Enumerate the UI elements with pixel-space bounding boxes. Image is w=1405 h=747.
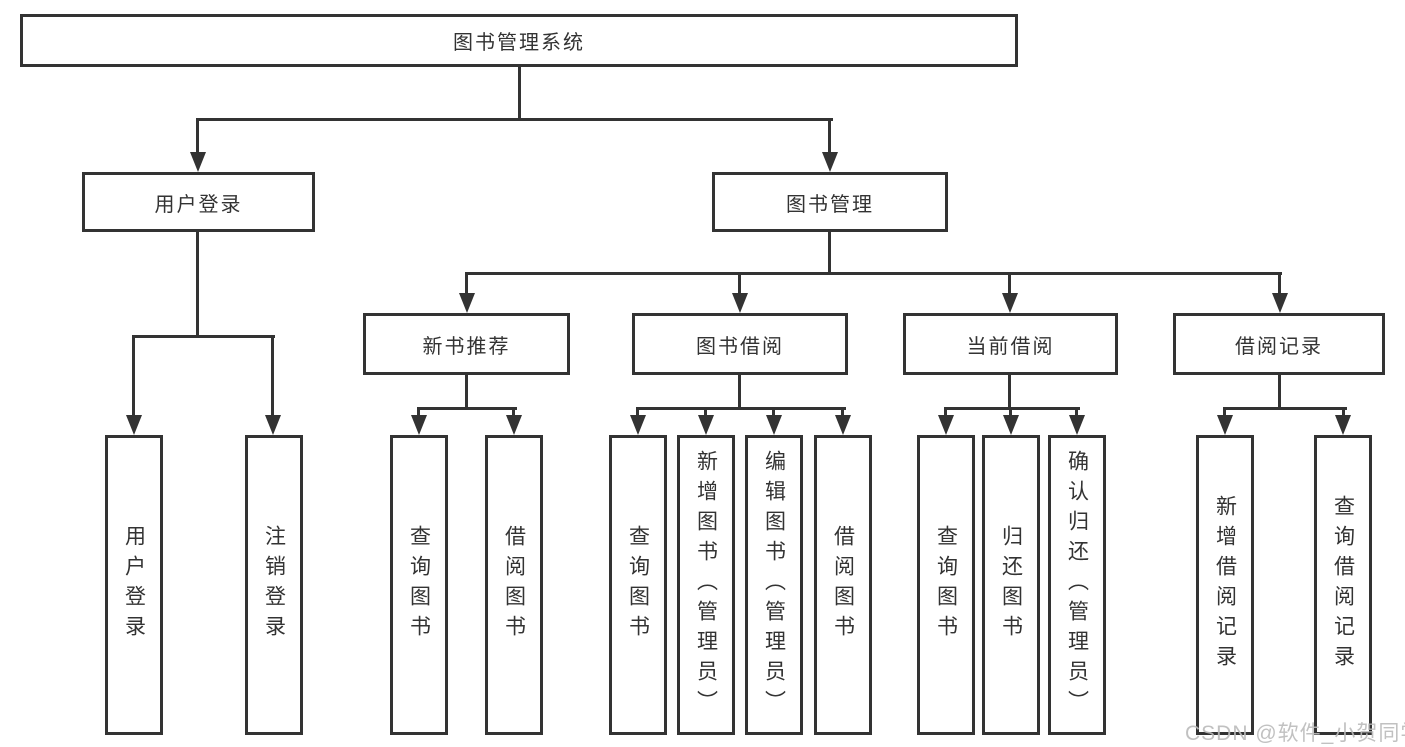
arrow-down-icon	[835, 415, 851, 435]
connector-line	[1009, 407, 1012, 419]
node-label: 编辑图书（管理员）	[762, 450, 786, 720]
node-user-login: 用户登录	[82, 172, 315, 232]
arrow-down-icon	[126, 415, 142, 435]
connector-line	[841, 407, 844, 419]
node-label: 借阅记录	[1235, 335, 1323, 358]
node-leaf-logout: 注销登录	[245, 435, 303, 735]
arrow-down-icon	[698, 415, 714, 435]
node-leaf-query-books-recommend: 查询图书	[390, 435, 448, 735]
arrow-down-icon	[938, 415, 954, 435]
arrow-down-icon	[1272, 293, 1288, 313]
node-leaf-query-books-borrow: 查询图书	[609, 435, 667, 735]
node-book-management: 图书管理	[712, 172, 948, 232]
connector-line	[417, 407, 420, 419]
connector-line	[518, 66, 521, 121]
arrow-down-icon	[1003, 415, 1019, 435]
node-leaf-edit-books-admin: 编辑图书（管理员）	[745, 435, 803, 735]
node-label: 当前借阅	[966, 335, 1055, 358]
arrow-down-icon	[265, 415, 281, 435]
connector-line	[828, 118, 831, 154]
node-leaf-user-login: 用户登录	[105, 435, 163, 735]
connector-line	[196, 118, 199, 154]
connector-line	[636, 407, 846, 410]
arrow-down-icon	[459, 293, 475, 313]
connector-line	[196, 232, 199, 338]
node-leaf-add-borrow-record: 新增借阅记录	[1196, 435, 1254, 735]
node-label: 归还图书	[999, 525, 1023, 645]
connector-line	[1008, 272, 1011, 295]
arrow-down-icon	[411, 415, 427, 435]
node-leaf-query-books-current: 查询图书	[917, 435, 975, 735]
node-label: 图书借阅	[696, 335, 784, 358]
connector-line	[1278, 272, 1281, 295]
connector-line	[465, 375, 468, 410]
connector-line	[828, 232, 831, 275]
node-label: 确认归还（管理员）	[1065, 450, 1089, 720]
arrow-down-icon	[190, 152, 206, 172]
node-label: 新书推荐	[422, 335, 511, 358]
node-current-borrowing: 当前借阅	[903, 313, 1118, 375]
connector-line	[196, 118, 833, 121]
node-book-borrowing: 图书借阅	[632, 313, 848, 375]
connector-line	[738, 375, 741, 410]
connector-line	[512, 407, 515, 419]
node-label: 图书管理	[786, 193, 874, 216]
connector-line	[465, 272, 468, 295]
node-leaf-return-books: 归还图书	[982, 435, 1040, 735]
connector-line	[465, 272, 1282, 275]
arrow-down-icon	[732, 293, 748, 313]
node-label: 用户登录	[122, 525, 146, 645]
connector-line	[1223, 407, 1226, 419]
connector-line	[944, 407, 1080, 410]
node-label: 借阅图书	[831, 525, 855, 645]
node-label: 新增借阅记录	[1213, 495, 1237, 675]
arrow-down-icon	[1002, 293, 1018, 313]
arrow-down-icon	[506, 415, 522, 435]
connector-line	[1342, 407, 1345, 419]
connector-line	[1278, 375, 1281, 410]
connector-line	[704, 407, 707, 419]
node-label: 借阅图书	[502, 525, 526, 645]
node-label: 查询图书	[934, 525, 958, 645]
connector-line	[132, 335, 135, 417]
node-new-book-recommend: 新书推荐	[363, 313, 570, 375]
connector-line	[417, 407, 517, 410]
node-label: 查询借阅记录	[1331, 495, 1355, 675]
connector-line	[1008, 375, 1011, 410]
connector-line	[271, 335, 274, 417]
node-label: 用户登录	[154, 193, 243, 216]
arrow-down-icon	[1069, 415, 1085, 435]
connector-line	[636, 407, 639, 419]
node-root: 图书管理系统	[20, 14, 1018, 67]
node-borrow-records: 借阅记录	[1173, 313, 1385, 375]
arrow-down-icon	[1335, 415, 1351, 435]
node-leaf-query-borrow-record: 查询借阅记录	[1314, 435, 1372, 735]
node-leaf-add-books-admin: 新增图书（管理员）	[677, 435, 735, 735]
arrow-down-icon	[630, 415, 646, 435]
node-root-label: 图书管理系统	[453, 32, 585, 54]
connector-line	[772, 407, 775, 419]
arrow-down-icon	[1217, 415, 1233, 435]
connector-line	[1223, 407, 1347, 410]
connector-line	[132, 335, 275, 338]
watermark: CSDN @软件_小贺同学	[1185, 722, 1405, 745]
connector-line	[738, 272, 741, 295]
arrow-down-icon	[822, 152, 838, 172]
node-label: 查询图书	[407, 525, 431, 645]
node-leaf-borrow-books: 借阅图书	[814, 435, 872, 735]
arrow-down-icon	[766, 415, 782, 435]
node-leaf-confirm-return-admin: 确认归还（管理员）	[1048, 435, 1106, 735]
node-label: 新增图书（管理员）	[694, 450, 718, 720]
node-leaf-borrow-books-recommend: 借阅图书	[485, 435, 543, 735]
node-label: 注销登录	[262, 525, 286, 645]
node-label: 查询图书	[626, 525, 650, 645]
connector-line	[944, 407, 947, 419]
connector-line	[1075, 407, 1078, 419]
